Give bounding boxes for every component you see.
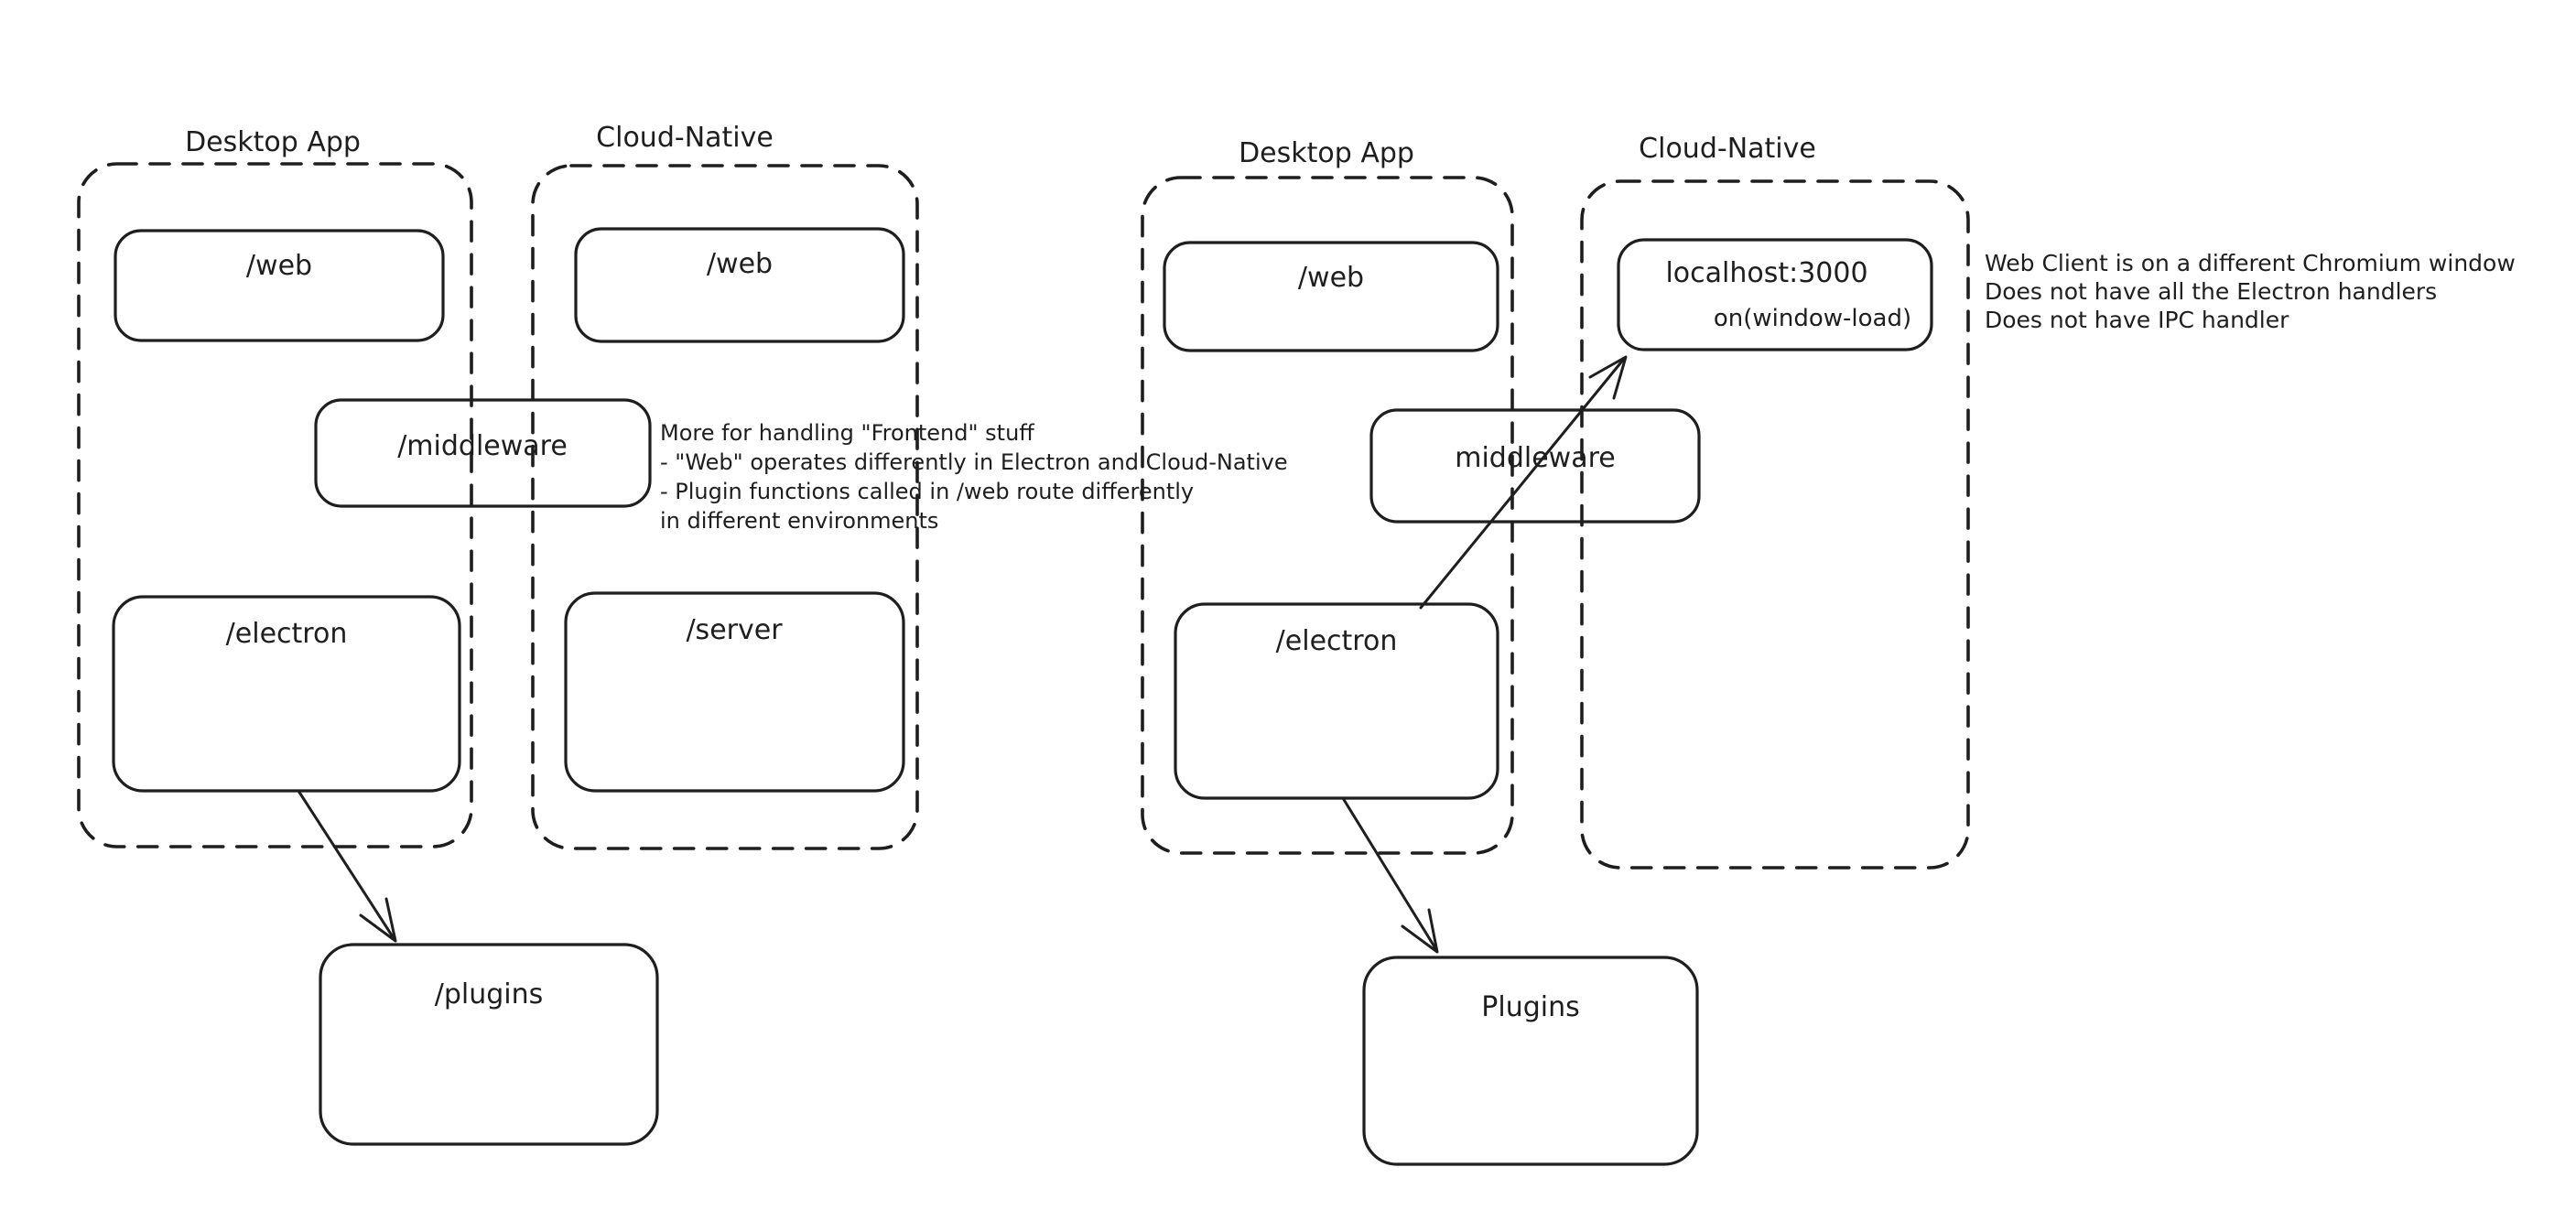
right-middleware-box	[1369, 408, 1701, 524]
on-window-load-annotation: on(window-load)	[1714, 305, 1911, 332]
right-plugins-box-label: Plugins	[1481, 991, 1579, 1023]
left-server-box	[564, 591, 905, 793]
left-cloud-native-container	[531, 164, 919, 850]
right-web-box	[1163, 241, 1499, 352]
left-cloud-native-label: Cloud-Native	[596, 122, 774, 154]
right-red-note: Web Client is on a different Chromium wi…	[1985, 250, 2516, 333]
right-web-box-label: /web	[1298, 262, 1364, 294]
localhost-3000-box	[1617, 238, 1933, 351]
left-electron-box	[112, 595, 461, 793]
right-electron-box	[1174, 602, 1499, 800]
left-web-desktop-box-label: /web	[246, 250, 312, 282]
green-note-line-1: More for handling "Frontend" stuff	[660, 420, 1034, 446]
left-plugins-box-label: /plugins	[435, 978, 544, 1010]
left-green-note: More for handling "Frontend" stuff - "We…	[660, 420, 1288, 534]
right-electron-to-localhost-arrow	[1419, 355, 1628, 610]
left-plugins-box	[319, 943, 659, 1146]
left-web-desktop-box	[114, 229, 445, 342]
green-note-line-4: in different environments	[660, 508, 938, 534]
red-note-line-1: Web Client is on a different Chromium wi…	[1985, 250, 2516, 276]
left-middleware-box	[314, 398, 652, 508]
left-web-cloud-box-label: /web	[707, 248, 773, 280]
left-electron-box-label: /electron	[226, 618, 348, 650]
right-diagram: Desktop App Cloud-Native /web localhost:…	[1141, 133, 2516, 1166]
left-server-box-label: /server	[686, 614, 783, 646]
left-middleware-box-label: /middleware	[397, 430, 568, 462]
localhost-3000-title: localhost:3000	[1665, 257, 1867, 289]
left-desktop-app-label: Desktop App	[185, 126, 361, 158]
right-electron-to-plugins-arrow	[1341, 796, 1439, 954]
right-desktop-app-label: Desktop App	[1239, 137, 1414, 169]
right-electron-box-label: /electron	[1276, 625, 1398, 657]
red-note-line-2: Does not have all the Electron handlers	[1985, 278, 2437, 305]
right-cloud-native-label: Cloud-Native	[1639, 133, 1816, 165]
left-web-cloud-box	[574, 227, 905, 343]
left-electron-to-plugins-arrow	[297, 789, 397, 943]
left-diagram: Desktop App Cloud-Native /web /web /midd…	[77, 122, 1288, 1146]
right-cloud-native-container	[1580, 179, 1970, 870]
right-desktop-app-container	[1141, 176, 1514, 855]
right-plugins-box	[1362, 956, 1699, 1166]
red-note-line-3: Does not have IPC handler	[1985, 307, 2289, 333]
green-note-line-3: - Plugin functions called in /web route …	[660, 479, 1194, 504]
green-note-line-2: - "Web" operates differently in Electron…	[660, 449, 1288, 475]
